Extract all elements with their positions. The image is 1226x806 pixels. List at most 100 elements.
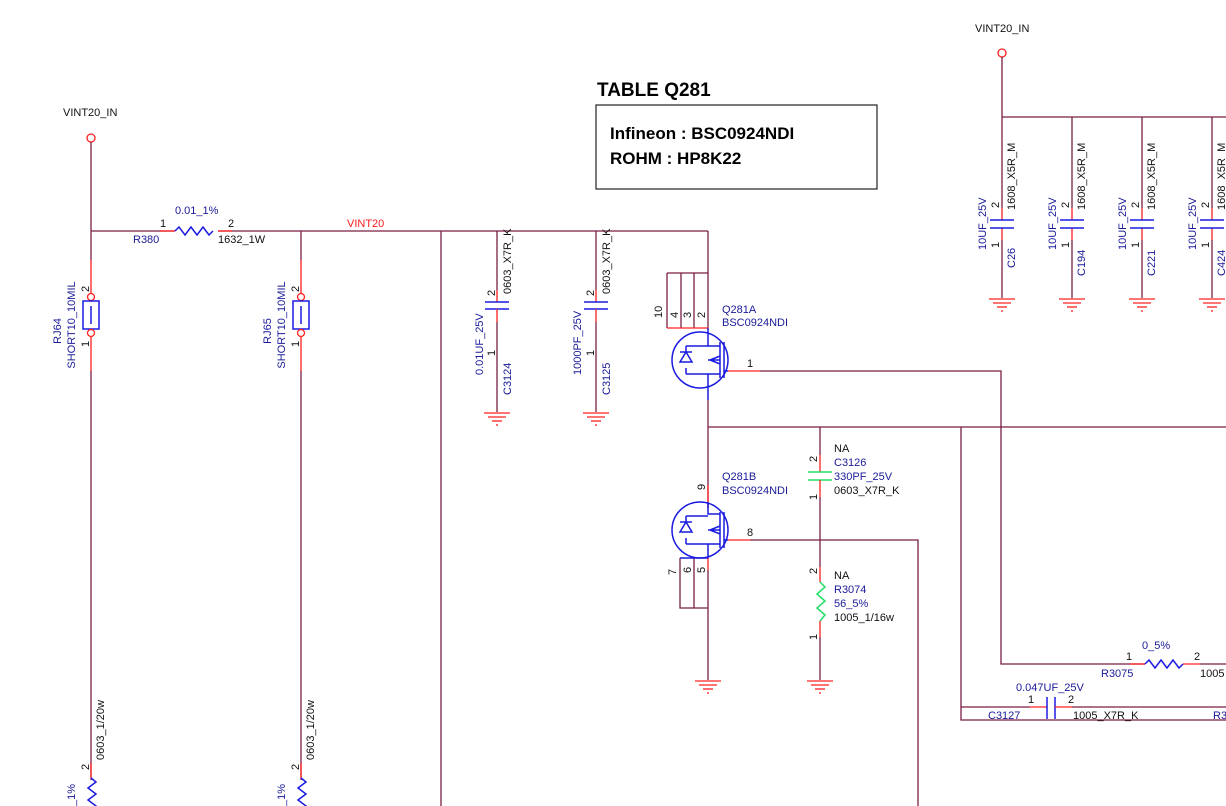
- mosfet-q281b[interactable]: 9 7 6 5 Q281B BSC0924NDI 8: [667, 471, 788, 694]
- c3124-footprint: 0603_X7R_K: [502, 228, 514, 294]
- c26-pin2: 2: [990, 202, 1002, 208]
- rj65-ref: RJ65: [262, 318, 274, 344]
- resistor-r380[interactable]: 0.01_1% 1 2 R380 1632_1W: [133, 205, 266, 246]
- wire-gate-b: [750, 539, 919, 806]
- c26-value: 10UF_25V: [977, 197, 989, 250]
- c194-ref: C194: [1076, 250, 1088, 276]
- c3127-ref: C3127: [988, 710, 1020, 722]
- q281a-pin3: 3: [682, 312, 694, 318]
- c3124-pin1: 1: [486, 350, 498, 356]
- c3126-ref: C3126: [834, 457, 866, 469]
- q281b-gate-pin: 8: [747, 527, 753, 539]
- r-bottom-mid-pin2: 2: [290, 764, 302, 770]
- c3125-ref: C3125: [601, 363, 613, 395]
- capacitor-c3125[interactable]: 1000PF_25V 2 1 0603_X7R_K C3125: [572, 228, 613, 426]
- r3074-ref: R3074: [834, 584, 866, 596]
- q281b-pin7: 7: [667, 569, 679, 575]
- r380-ref: R380: [133, 234, 159, 246]
- c221-footprint: 1608_X5R_M: [1146, 143, 1158, 210]
- rj65-value: SHORT10_10MIL: [276, 281, 288, 368]
- c221-pin1: 1: [1130, 242, 1142, 248]
- r3-ref-cut: R3: [1213, 710, 1226, 722]
- r3075-value: 0_5%: [1142, 640, 1170, 652]
- c3126-na: NA: [834, 443, 850, 455]
- r-bottom-left-footprint: 0603_1/20w: [95, 700, 107, 760]
- r3074-footprint: 1005_1/16w: [834, 612, 894, 624]
- c221-value: 10UF_25V: [1117, 197, 1129, 250]
- r380-value: 0.01_1%: [175, 205, 219, 217]
- r3075-pin1: 1: [1126, 651, 1132, 663]
- jumper-rj65[interactable]: 2 1 RJ65 SHORT10_10MIL: [262, 231, 310, 780]
- wire-gate-a: [760, 370, 1145, 665]
- r3075-ref: R3075: [1101, 668, 1133, 680]
- q281b-pin5: 5: [696, 567, 708, 573]
- q281b-part: BSC0924NDI: [722, 485, 788, 497]
- table-box: [595, 104, 878, 190]
- rj64-ref: RJ64: [52, 318, 64, 344]
- jumper-rj64[interactable]: 2 1 RJ64 SHORT10_10MIL: [52, 231, 100, 780]
- c3125-pin1: 1: [585, 350, 597, 356]
- q281a-pin10: 10: [653, 306, 665, 318]
- r-bottom-left-pin2: 2: [80, 764, 92, 770]
- c3126-pin1: 1: [808, 494, 820, 500]
- c26-pin1: 1: [990, 242, 1002, 248]
- power-port-icon: [997, 48, 1007, 58]
- rj64-value: SHORT10_10MIL: [66, 281, 78, 368]
- power-port-icon: [86, 133, 96, 143]
- resistor-bottom-left[interactable]: 0603_1/20w 2 _1%: [66, 700, 107, 806]
- ground-icon: [806, 680, 834, 694]
- rj64-pin1: 1: [80, 341, 92, 347]
- c26-footprint: 1608_X5R_M: [1006, 143, 1018, 210]
- c3125-footprint: 0603_X7R_K: [601, 228, 613, 294]
- mosfet-q281a[interactable]: 10 4 3 2 Q281A BSC0924NDI 1: [653, 231, 788, 400]
- net-label-vint20-in-right: VINT20_IN: [975, 23, 1029, 35]
- c424-pin2: 2: [1200, 202, 1212, 208]
- capacitor-c3124[interactable]: 0.01UF_25V 2 1 0603_X7R_K C3124: [474, 228, 514, 426]
- ground-icon: [1198, 298, 1226, 312]
- capacitor-c194[interactable]: 10UF_25V 2 1 1608_X5R_M C194: [1047, 117, 1088, 312]
- c221-ref: C221: [1146, 250, 1158, 276]
- resistor-bottom-mid[interactable]: 0603_1/20w 2 _1%: [276, 700, 317, 806]
- c194-value: 10UF_25V: [1047, 197, 1059, 250]
- q281a-part: BSC0924NDI: [722, 317, 788, 329]
- c424-ref: C424: [1216, 250, 1226, 276]
- c194-pin2: 2: [1060, 202, 1072, 208]
- resistor-r3075[interactable]: 0_5% 1 2 R3075 1005: [1101, 640, 1226, 680]
- c424-value: 10UF_25V: [1187, 197, 1199, 250]
- rj65-pin1: 1: [290, 341, 302, 347]
- q281b-pin6: 6: [682, 567, 694, 573]
- capacitor-c424[interactable]: 10UF_25V 2 1 1608_X5R_M C424: [1187, 117, 1226, 312]
- resistor-r3074[interactable]: 2 1 NA R3074 56_5% 1005_1/16w: [806, 567, 894, 694]
- q281a-gate-pin: 1: [747, 358, 753, 370]
- rj65-pin2: 2: [290, 286, 302, 292]
- net-label-vint20: VINT20: [347, 218, 384, 230]
- c424-footprint: 1608_X5R_M: [1216, 143, 1226, 210]
- capacitor-c26[interactable]: 10UF_25V 2 1 1608_X5R_M C26: [977, 117, 1018, 312]
- capacitor-c221[interactable]: 10UF_25V 2 1 1608_X5R_M C221: [1117, 117, 1158, 312]
- r3074-na: NA: [834, 570, 850, 582]
- q281a-pin2: 2: [696, 312, 708, 318]
- table-line-rohm: ROHM : HP8K22: [610, 149, 741, 168]
- rj64-pin2: 2: [80, 286, 92, 292]
- c194-footprint: 1608_X5R_M: [1076, 143, 1088, 210]
- r-bottom-left-value: _1%: [66, 784, 78, 806]
- table-title: TABLE Q281: [597, 80, 711, 101]
- ground-icon: [988, 298, 1016, 312]
- c3124-value: 0.01UF_25V: [474, 313, 486, 375]
- q281b-pin9: 9: [696, 484, 708, 490]
- wire: [960, 427, 1226, 721]
- capacitor-c3126[interactable]: 2 1 NA C3126 330PF_25V 0603_X7R_K: [808, 427, 900, 567]
- c3127-pin2: 2: [1068, 694, 1074, 706]
- r3074-pin2: 2: [808, 568, 820, 574]
- c424-pin1: 1: [1200, 242, 1212, 248]
- q281a-pin4: 4: [669, 312, 681, 318]
- c26-ref: C26: [1006, 248, 1018, 268]
- ground-icon: [1058, 298, 1086, 312]
- r380-pin2: 2: [228, 218, 234, 230]
- c3124-ref: C3124: [502, 363, 514, 395]
- c194-pin1: 1: [1060, 242, 1072, 248]
- r3075-footprint: 1005: [1200, 668, 1224, 680]
- capacitor-c3127[interactable]: 0.047UF_25V 1 2 C3127 1005_X7R_K: [961, 682, 1226, 722]
- r-bottom-mid-footprint: 0603_1/20w: [305, 700, 317, 760]
- r3074-value: 56_5%: [834, 598, 868, 610]
